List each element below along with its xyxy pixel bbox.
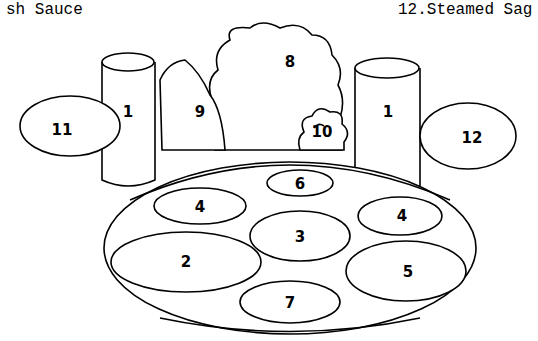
callout-number: 3 [295, 230, 305, 245]
header-text: sh Sauce [6, 2, 83, 18]
callout-number: 10 [312, 125, 333, 140]
callout-number: 12 [462, 131, 483, 146]
callout-number: 1 [123, 105, 133, 120]
header-text: 12.Steamed Sag [398, 2, 532, 18]
callout-number: 4 [195, 200, 205, 215]
callout-number: 5 [403, 265, 413, 280]
callout-number: 2 [181, 255, 191, 270]
callout-number: 9 [195, 105, 205, 120]
callout-number: 7 [285, 296, 295, 311]
callout-number: 11 [52, 123, 73, 138]
callout-number: 4 [397, 209, 407, 224]
callout-number: 1 [383, 105, 393, 120]
callout-number: 8 [285, 55, 295, 70]
callout-number: 6 [295, 177, 305, 192]
